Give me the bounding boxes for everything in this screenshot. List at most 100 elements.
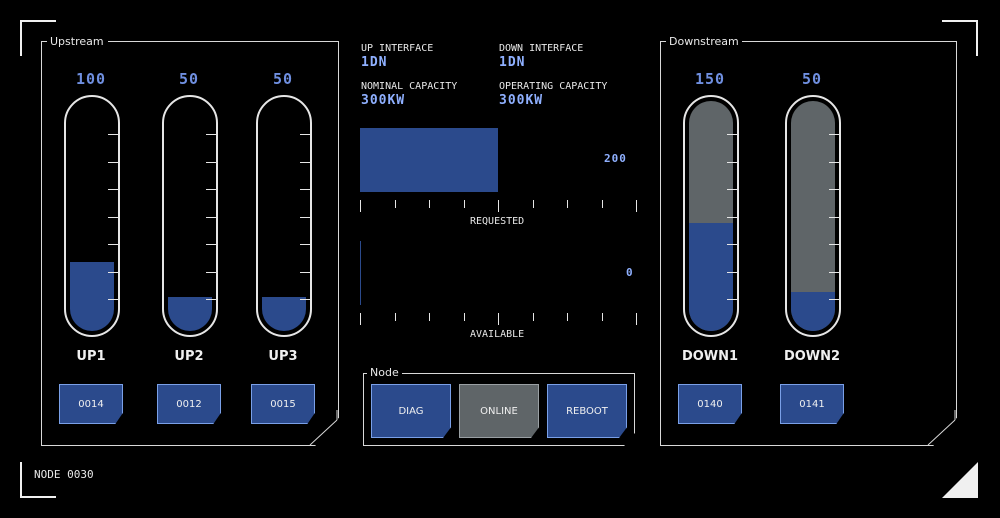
available-value: 0: [626, 266, 634, 279]
tank-tick: [108, 299, 118, 300]
downstream-panel-corner: [927, 410, 956, 446]
downstream-tank-1-value: 150: [694, 70, 726, 88]
tank-tick: [206, 244, 216, 245]
scale-tick: [601, 313, 603, 321]
downstream-tank-2-id-button[interactable]: 0141: [780, 384, 844, 424]
downstream-tank-1: [683, 95, 739, 337]
downstream-tank-1-label: DOWN1: [681, 349, 739, 364]
tank-tick: [727, 271, 737, 273]
upstream-tank-2-id-button[interactable]: 0012: [157, 384, 221, 424]
scale-tick: [498, 200, 499, 212]
tank-tick: [300, 161, 310, 163]
scale-tick: [429, 200, 430, 208]
tank-tick: [206, 299, 216, 300]
upstream-tank-3-label: UP3: [268, 349, 298, 364]
operating-capacity-value: 300KW: [499, 93, 544, 108]
upstream-tank-1: [64, 95, 120, 337]
tank-tick: [206, 216, 216, 218]
upstream-tank-1-label: UP1: [76, 349, 106, 364]
tank-tick: [829, 299, 839, 300]
tank-tick: [829, 161, 839, 163]
scale-tick: [429, 313, 430, 321]
scale-tick: [463, 200, 465, 208]
down-interface-label: DOWN INTERFACE: [499, 43, 584, 54]
frame-corner-top-right: [942, 20, 978, 56]
tank-tick: [829, 134, 839, 135]
tank-tick: [206, 161, 216, 163]
reboot-button[interactable]: REBOOT: [547, 384, 627, 438]
tank-tick: [108, 271, 118, 273]
downstream-title: Downstream: [666, 35, 742, 48]
tank-tick: [300, 244, 310, 245]
tank-tick: [829, 244, 839, 245]
scale-tick: [394, 313, 396, 321]
tank-tick: [206, 271, 216, 273]
tank-tick: [727, 189, 737, 190]
nominal-capacity-label: NOMINAL CAPACITY: [361, 81, 458, 92]
downstream-tank-2-level: [791, 291, 835, 331]
scale-tick: [567, 313, 568, 321]
requested-bar: [360, 128, 498, 192]
downstream-tank-2-value: 50: [801, 70, 823, 88]
scale-tick: [636, 313, 637, 325]
diag-button[interactable]: DIAG: [371, 384, 451, 438]
upstream-tank-2-value: 50: [178, 70, 200, 88]
upstream-tank-3-id-button[interactable]: 0015: [251, 384, 315, 424]
tank-tick: [206, 189, 216, 190]
tank-tick: [206, 134, 216, 135]
tank-tick: [829, 271, 839, 273]
upstream-tank-1-value: 100: [75, 70, 107, 88]
upstream-tank-2-label: UP2: [174, 349, 204, 364]
upstream-panel-corner: [309, 410, 338, 446]
nominal-capacity-value: 300KW: [361, 93, 406, 108]
tank-tick: [108, 161, 118, 163]
tank-tick: [829, 189, 839, 190]
upstream-tank-2-level: [168, 296, 212, 331]
frame-corner-bottom-left: [20, 462, 56, 498]
tank-tick: [108, 134, 118, 135]
scale-tick: [360, 313, 361, 325]
operating-capacity-label: OPERATING CAPACITY: [499, 81, 608, 92]
node-panel-title: Node: [367, 366, 402, 379]
online-button[interactable]: ONLINE: [459, 384, 539, 438]
requested-label: REQUESTED: [470, 216, 525, 227]
tank-tick: [727, 299, 737, 300]
scale-tick: [532, 200, 534, 208]
tank-tick: [727, 216, 737, 218]
available-label: AVAILABLE: [470, 329, 525, 340]
upstream-tank-3-level: [262, 296, 306, 331]
tank-tick: [108, 244, 118, 245]
upstream-tank-1-level: [70, 262, 114, 331]
scale-tick: [601, 200, 603, 208]
upstream-title-label: Upstream: [47, 35, 107, 48]
downstream-tank-1-id-button[interactable]: 0140: [678, 384, 742, 424]
tank-tick: [108, 216, 118, 218]
scale-tick: [394, 200, 396, 208]
tank-tick: [727, 161, 737, 163]
scale-tick: [636, 200, 637, 212]
tank-tick: [829, 216, 839, 218]
scale-tick: [360, 200, 361, 212]
scale-tick: [498, 313, 499, 325]
tank-tick: [727, 134, 737, 135]
node-id-label: NODE 0030: [34, 468, 94, 481]
scale-tick: [463, 313, 465, 321]
up-interface-value: 1DN: [361, 55, 388, 70]
frame-corner-top-left: [20, 20, 56, 56]
tank-tick: [300, 189, 310, 190]
upstream-tank-3-value: 50: [272, 70, 294, 88]
downstream-tank-2: [785, 95, 841, 337]
scale-tick: [567, 200, 568, 208]
upstream-tank-1-id-button[interactable]: 0014: [59, 384, 123, 424]
up-interface-label: UP INTERFACE: [361, 43, 434, 54]
frame-corner-bottom-right: [942, 462, 978, 498]
available-bar: [360, 241, 361, 305]
upstream-tank-2: [162, 95, 218, 337]
tank-tick: [300, 216, 310, 218]
requested-value: 200: [604, 152, 627, 165]
scale-tick: [532, 313, 534, 321]
node-panel: [363, 373, 635, 446]
down-interface-value: 1DN: [499, 55, 526, 70]
tank-tick: [108, 189, 118, 190]
downstream-tank-2-label: DOWN2: [783, 349, 841, 364]
